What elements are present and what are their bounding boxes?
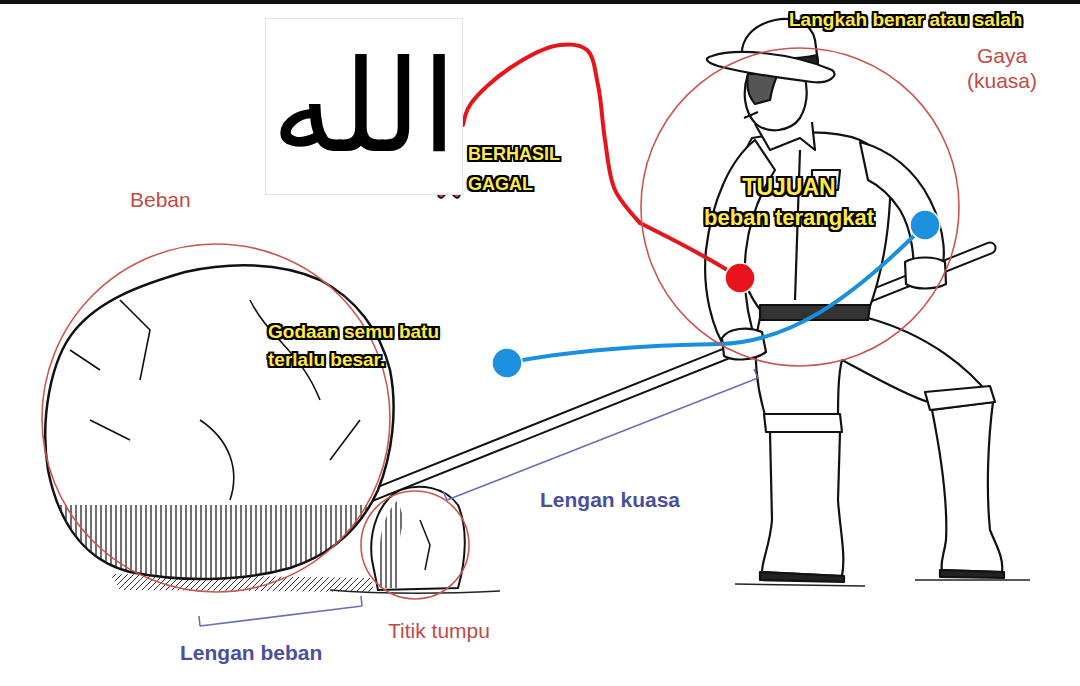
boot-soles (760, 570, 1004, 582)
annotation-text: Langkah benar atau salah (789, 9, 1022, 32)
marker-dot (492, 348, 522, 378)
right-cuff (925, 386, 995, 410)
right-boot (932, 402, 1002, 572)
circle-outline (41, 243, 391, 593)
load-circle: Beban (41, 243, 391, 593)
annotation-text: Godaan semu batu terlalu besar. (268, 318, 473, 374)
image-box: الله (265, 18, 463, 195)
lever-bar (360, 248, 990, 500)
dimension-label: Lengan kuasa (540, 487, 680, 512)
dimension-label: Lengan beban (180, 640, 322, 665)
fulcrum-stone (371, 487, 465, 590)
fulcrum-shade (380, 500, 404, 588)
lever-bar-fill (360, 248, 990, 500)
face (745, 74, 807, 130)
belt (760, 305, 870, 320)
top-border (0, 0, 1080, 4)
goal-line-tail (640, 223, 740, 278)
part-label: Beban (130, 187, 191, 212)
part-label: Gaya (kuasa) (950, 43, 1054, 93)
left-cuff (764, 414, 842, 432)
left-boot (762, 432, 843, 576)
face-shadow (747, 74, 778, 104)
fulcrum-circle: Titik tumpu (360, 490, 470, 600)
worker-figure (705, 19, 1004, 582)
annotation-text: BERHASIL (468, 144, 560, 166)
boulder-shade (40, 505, 400, 595)
calligraphy-text: الله (271, 43, 457, 171)
hat-brim (707, 52, 835, 82)
annotation-text: GAGAL (468, 174, 533, 196)
connector-curve (463, 44, 640, 223)
annotation-text: beban terangkat (704, 205, 874, 231)
circle-outline (360, 490, 470, 600)
dimension-bracket (443, 369, 758, 500)
marker-dot (725, 263, 755, 293)
marker-dot (910, 210, 940, 240)
circle-outline (641, 48, 959, 366)
part-label: Titik tumpu (388, 618, 490, 643)
dimension-bracket (199, 596, 362, 626)
ground-line (330, 590, 500, 593)
circle-outline (42, 244, 390, 592)
fulcrum-crack (420, 520, 430, 570)
left-arm (705, 140, 775, 352)
annotation-text: TUJUAN (742, 174, 835, 202)
circle-outline (361, 491, 469, 599)
cigarette (744, 112, 758, 118)
